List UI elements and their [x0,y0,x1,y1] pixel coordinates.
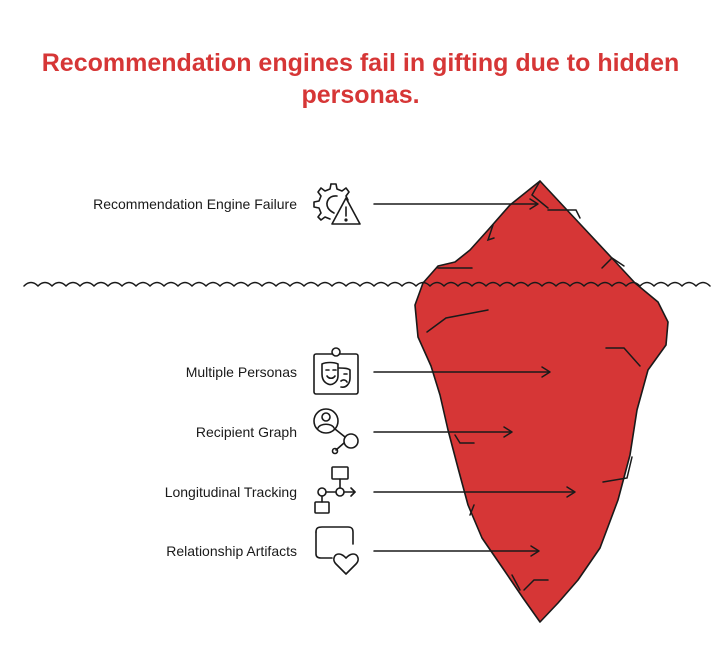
person-graph-icon [308,404,364,456]
tray-heart-icon [308,522,364,578]
flowchart-icon [308,464,364,516]
label-longitudinal-tracking: Longitudinal Tracking [165,484,297,500]
label-engine-failure: Recommendation Engine Failure [93,196,297,212]
label-recipient-graph: Recipient Graph [196,424,297,440]
iceberg-shape [415,181,668,622]
label-relationship-artifacts: Relationship Artifacts [166,543,297,559]
label-multiple-personas: Multiple Personas [186,364,297,380]
gear-warning-icon [309,178,365,230]
persona-mask-icon [308,346,364,398]
